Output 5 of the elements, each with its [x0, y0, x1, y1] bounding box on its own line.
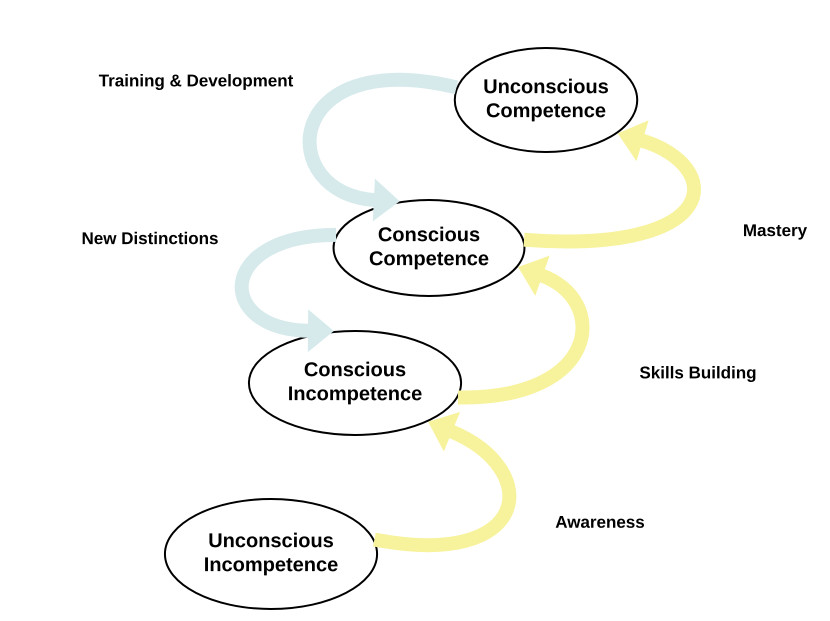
arrow-label: Mastery — [740, 222, 810, 242]
arrow-label: New Distinctions — [80, 230, 220, 246]
arrow-label: Training & Development — [96, 72, 296, 92]
arrow-label: Awareness — [553, 514, 647, 530]
arrow-label: Skills Building — [637, 364, 759, 384]
